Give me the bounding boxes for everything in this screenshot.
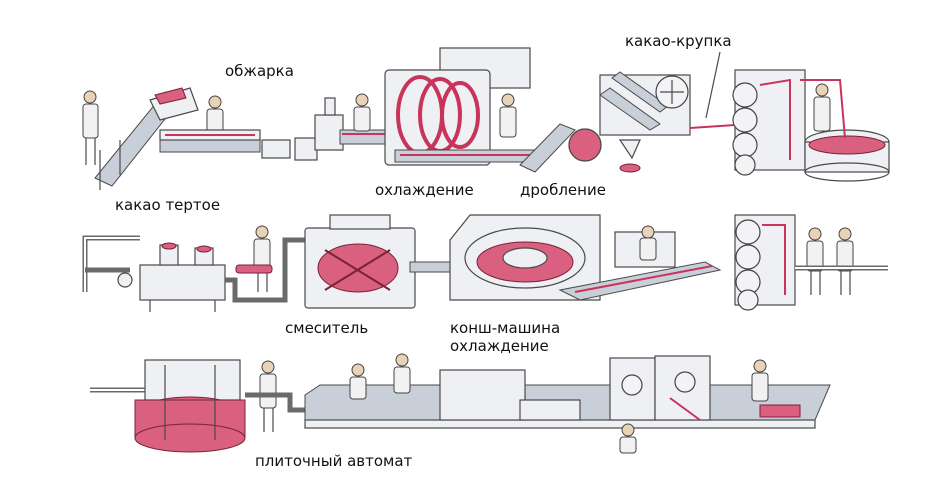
worker-icon: [836, 227, 854, 295]
crusher-conveyor: [519, 123, 602, 173]
tablet-machine-conveyor: [304, 355, 831, 429]
roller-mill-icon: [734, 214, 796, 311]
cooling-spiral-machine: [384, 47, 536, 166]
label-roasting: обжарка: [225, 62, 294, 80]
melting-tank: [139, 242, 226, 312]
worker-icon: [806, 227, 824, 295]
worker-icon: [393, 353, 411, 394]
worker-icon: [813, 83, 831, 132]
worker-icon: [619, 423, 637, 454]
worker-icon: [751, 359, 769, 402]
tank-icon: [134, 359, 246, 453]
label-cocoa-liquor: какао тертое: [115, 196, 220, 214]
worker-icon: [639, 225, 657, 261]
row-2-process-line: [82, 214, 888, 312]
worker-icon: [353, 93, 371, 132]
worker-icon: [82, 90, 99, 165]
label-crushing: дробление: [520, 181, 606, 199]
inclined-conveyor: [94, 87, 199, 190]
cooling-line-2: [558, 225, 722, 301]
label-cocoa-nibs: какао-крупка: [625, 32, 732, 50]
row-1-process-line: [82, 47, 890, 190]
worker-icon: [349, 363, 367, 400]
worker-icon: [253, 225, 271, 292]
label-cooling-1: охлаждение: [375, 181, 474, 199]
tank-icon: [800, 79, 890, 182]
row-3-process-line: [90, 353, 831, 454]
label-mixer: смеситель: [285, 319, 368, 337]
roasting-belt: [159, 129, 318, 161]
worker-icon: [259, 360, 277, 432]
label-tablet-machine: плиточный автомат: [255, 452, 413, 470]
crusher-machine: [599, 71, 691, 173]
label-pointer: [705, 51, 721, 119]
label-cooling-2: охлаждение: [450, 337, 549, 355]
conche-machine: [449, 214, 601, 301]
roller-mill-icon: [732, 69, 831, 176]
mixer-machine: [304, 214, 451, 309]
worker-icon: [499, 93, 517, 138]
label-conche: конш-машина: [450, 319, 560, 337]
